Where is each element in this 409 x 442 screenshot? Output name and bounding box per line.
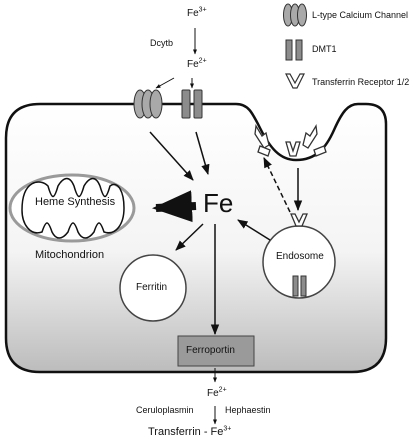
ferritin-vesicle	[119, 254, 187, 322]
transferrin-charge-text: 3+	[223, 425, 232, 433]
label-fe2-bottom: Fe2+	[207, 386, 227, 399]
arrow-endosome-recycle	[263, 157, 291, 213]
legend-transferrin-receptor-icon	[285, 73, 305, 89]
mitochondrion	[8, 173, 136, 243]
arrow-fe-to-mitochondrion	[152, 190, 197, 223]
fe3-charge-text: 3+	[198, 6, 207, 14]
ferroportin-box	[177, 335, 255, 367]
label-mitochondrion: Mitochondrion	[35, 249, 105, 261]
legend-calcium-channel-label: L-type Calcium Channel	[312, 10, 409, 20]
label-ferroportin: Ferroportin	[186, 345, 235, 356]
export-fe2-charge-text: 2+	[218, 386, 227, 394]
legend-calcium-channel-icon	[283, 3, 307, 27]
transferrin-receptor-endosome	[290, 213, 308, 227]
dmt1-membrane	[181, 89, 203, 119]
endosome	[262, 225, 336, 299]
arrow-dmt1-to-fe	[195, 131, 210, 176]
fe2-base-text: Fe	[187, 59, 199, 70]
label-dcytb: Dcytb	[150, 38, 174, 48]
label-fe2-top: Fe2+	[187, 57, 207, 70]
label-endosome: Endosome	[276, 251, 324, 262]
label-ferritin: Ferritin	[136, 282, 168, 293]
arrow-fe-to-ferritin	[175, 223, 204, 251]
arrow-endosome-to-fe	[237, 219, 271, 241]
calcium-channel-membrane	[133, 89, 163, 119]
transferrin-receptors-membrane	[254, 124, 327, 157]
arrow-channel-to-fe	[149, 131, 194, 181]
label-hephaestin: Hephaestin	[225, 405, 271, 415]
label-heme-synthesis: Heme Synthesis	[35, 196, 116, 208]
fe2-charge-text: 2+	[198, 57, 207, 65]
transferrin-fe3-text: Transferrin - Fe	[148, 426, 224, 438]
legend-transferrin-receptor-label: Transferrin Receptor 1/2	[312, 77, 409, 87]
label-transferrin-fe3: Transferrin - Fe3+	[148, 425, 232, 438]
export-fe2-base-text: Fe	[207, 388, 219, 399]
fe3-base-text: Fe	[187, 8, 199, 19]
label-iron-pool: Fe	[203, 188, 234, 218]
label-ceruloplasmin: Ceruloplasmin	[136, 405, 194, 415]
arrow-fe2-to-channel	[155, 77, 175, 89]
legend-dmt1-label: DMT1	[312, 44, 337, 54]
label-fe3-top: Fe3+	[187, 6, 207, 19]
legend-dmt1-icon	[285, 39, 303, 61]
